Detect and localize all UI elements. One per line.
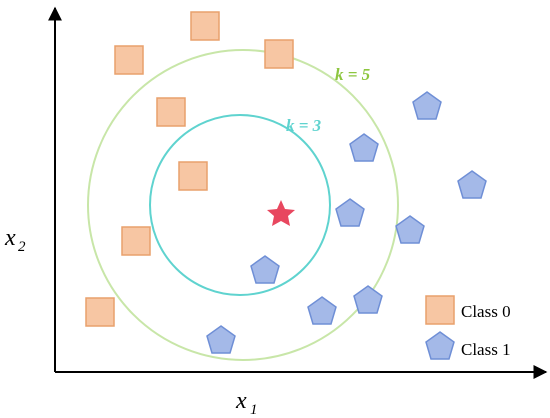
- class0-point: [85, 297, 115, 327]
- legend-class0-label: Class 0: [461, 302, 511, 321]
- class1-point: [353, 285, 383, 314]
- class0-point: [121, 226, 151, 256]
- class1-points: [206, 91, 487, 354]
- class0-point: [156, 97, 186, 127]
- legend-class1-label: Class 1: [461, 340, 511, 359]
- legend-class0-swatch: [425, 295, 455, 325]
- x-axis-label: x 1: [235, 388, 258, 418]
- class1-point: [206, 325, 236, 354]
- k5-circle: [87, 49, 399, 361]
- k3-label: k = 3: [286, 116, 322, 135]
- k3-circle: [149, 114, 331, 296]
- class1-point: [457, 170, 487, 199]
- class0-point: [114, 45, 144, 75]
- class0-point: [190, 11, 220, 41]
- class0-point: [264, 39, 294, 69]
- k5-label: k = 5: [335, 65, 371, 84]
- y-axis-label-main: x: [4, 225, 16, 251]
- x-axis-label-sub: 1: [250, 402, 258, 418]
- legend-class1-swatch: [425, 331, 455, 360]
- class1-point: [349, 133, 379, 162]
- class1-point: [250, 255, 280, 284]
- class0-points: [85, 11, 294, 327]
- legend: Class 0 Class 1: [425, 295, 511, 360]
- x-axis-label-main: x: [235, 388, 247, 414]
- class0-point: [178, 161, 208, 191]
- query-star: [267, 200, 295, 226]
- class1-point: [412, 91, 442, 120]
- class1-point: [335, 198, 365, 227]
- class1-point: [395, 215, 425, 244]
- class1-point: [307, 296, 337, 325]
- y-axis-label: x 2: [4, 225, 26, 255]
- y-axis-label-sub: 2: [18, 239, 26, 255]
